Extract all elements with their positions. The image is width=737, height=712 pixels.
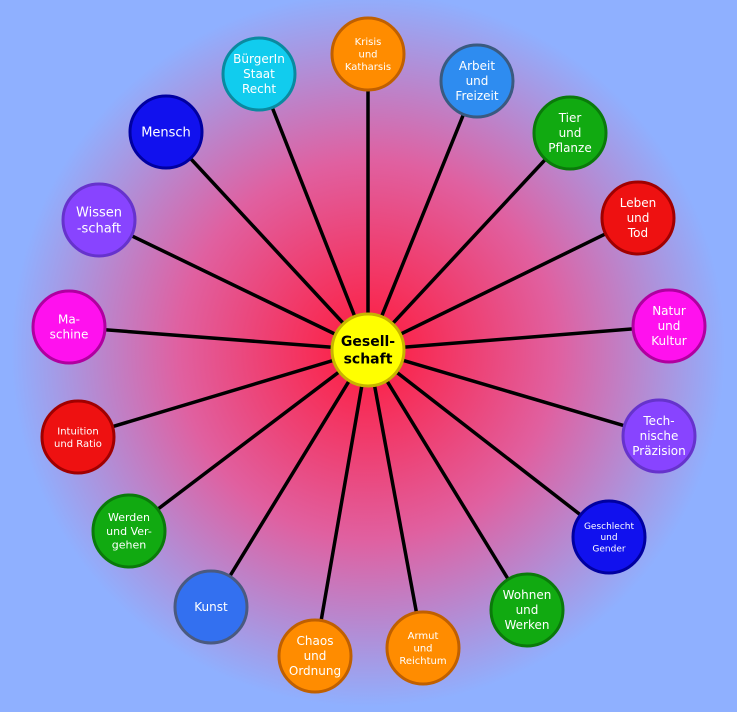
spoke-chaos-und-ordnung [313, 349, 370, 657]
center-label: Gesell-schaft [341, 334, 395, 368]
node-kunst[interactable]: Kunst [173, 569, 249, 645]
node-circle-werden-und-vergehen[interactable] [91, 493, 167, 569]
spoke-leben-und-tod [367, 216, 639, 352]
node-label-kunst: Kunst [194, 600, 228, 614]
spoke-technische-praezision [367, 348, 660, 438]
spoke-natur-und-kultur [367, 324, 670, 352]
node-circle-buergerin-staat-recht[interactable] [221, 36, 297, 112]
spoke-werden-und-vergehen [127, 348, 370, 533]
node-circle-technische-praezision[interactable] [621, 398, 697, 474]
node-circle-tier-und-pflanze[interactable] [532, 95, 608, 171]
node-wissenschaft[interactable]: Wissen-schaft [61, 182, 137, 258]
node-circle-maschine[interactable] [31, 289, 107, 365]
center-circle[interactable] [330, 312, 406, 388]
spoke-wissenschaft [98, 218, 369, 352]
spoke-mensch [164, 130, 370, 352]
node-circle-leben-und-tod[interactable] [600, 180, 676, 256]
node-maschine[interactable]: Ma-schine [31, 289, 107, 365]
node-circle-kunst[interactable] [173, 569, 249, 645]
spoke-arbeit-und-freizeit [366, 80, 479, 351]
node-circle-chaos-und-ordnung[interactable] [277, 618, 353, 694]
spoke-wohnen-und-werken [366, 349, 529, 611]
center-node[interactable]: Gesell-schaft [330, 312, 406, 388]
node-circle-arbeit-und-freizeit[interactable] [439, 43, 515, 119]
node-circle-wissenschaft[interactable] [61, 182, 137, 258]
spoke-geschlecht-und-gender [366, 348, 611, 539]
node-mensch[interactable]: Mensch [128, 94, 204, 170]
spoke-armut-und-reichtum [366, 349, 425, 649]
node-circle-wohnen-und-werken[interactable] [489, 572, 565, 648]
node-circle-geschlecht-und-gender[interactable] [571, 499, 647, 575]
spoke-buergerin-staat-recht [257, 73, 370, 351]
node-circle-krisis-und-katharsis[interactable] [330, 16, 406, 92]
spoke-tier-und-pflanze [366, 131, 572, 352]
spoke-maschine [68, 325, 369, 352]
node-circle-armut-und-reichtum[interactable] [385, 610, 461, 686]
node-circle-natur-und-kultur[interactable] [631, 288, 707, 364]
node-circle-mensch[interactable] [128, 94, 204, 170]
node-label-mensch: Mensch [141, 126, 191, 141]
node-circle-intuition-und-ratio[interactable] [40, 399, 116, 475]
spoke-kunst [209, 349, 370, 608]
node-label-maschine: Ma-schine [50, 313, 89, 342]
spokes [68, 54, 670, 657]
spoke-intuition-und-ratio [77, 348, 369, 439]
node-label-wissenschaft: Wissen-schaft [76, 205, 122, 236]
